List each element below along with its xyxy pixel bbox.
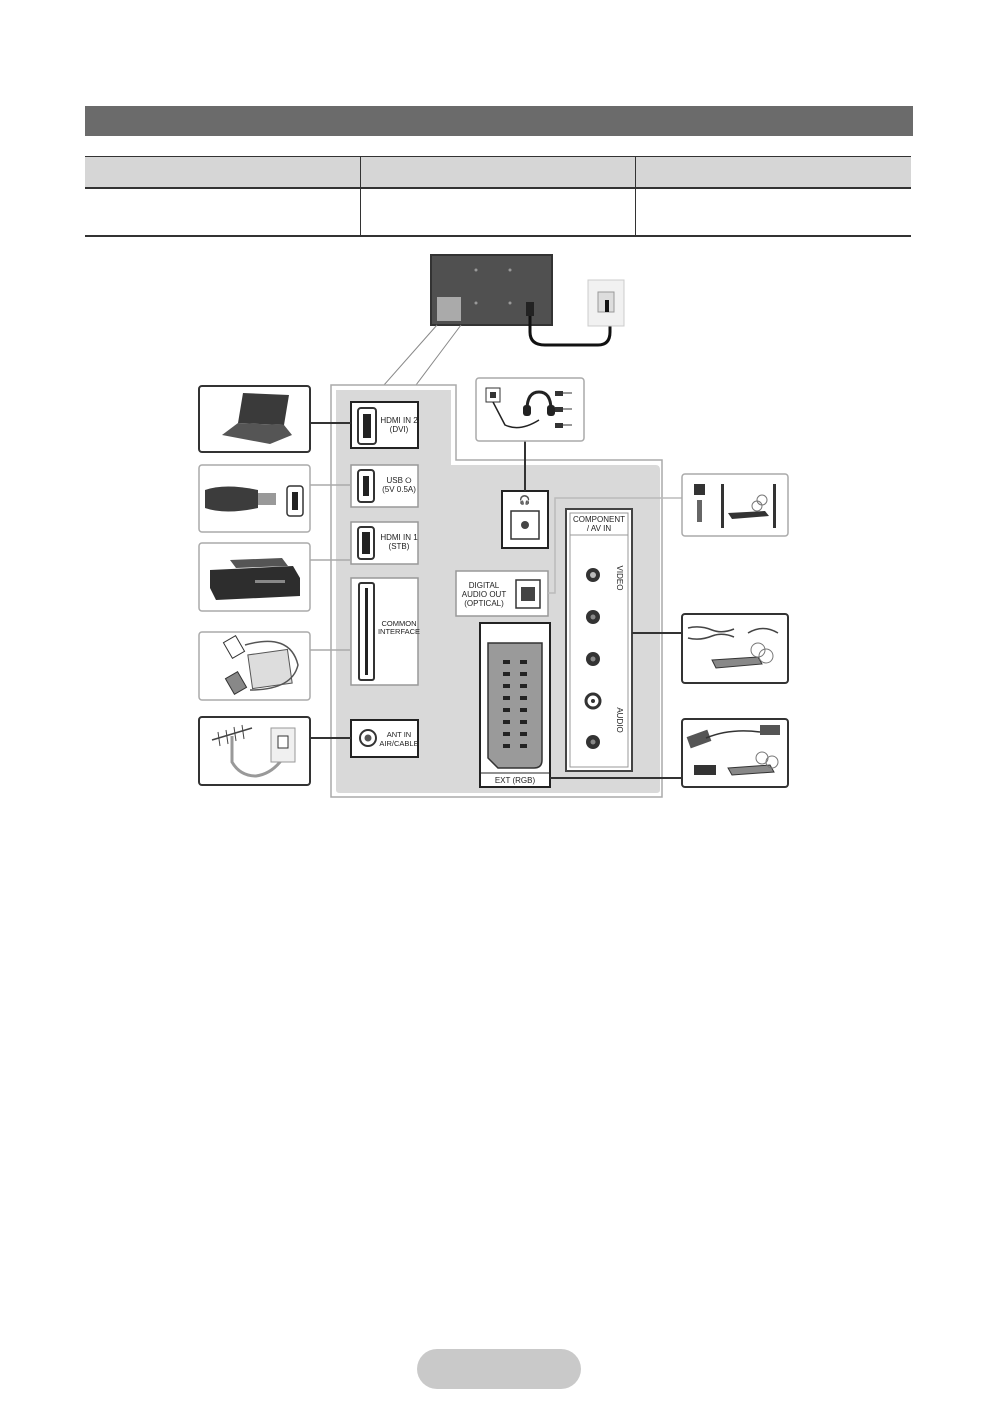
svg-text:(STB): (STB): [389, 542, 410, 551]
dvd-player-icon: [681, 613, 789, 684]
svg-text:DIGITAL: DIGITAL: [469, 581, 500, 590]
svg-text:VIDEO: VIDEO: [615, 566, 624, 591]
ci-card-icon: [198, 631, 311, 701]
headphones-icon: [475, 377, 585, 442]
table-row: [85, 189, 911, 237]
svg-text:AIR/CABLE: AIR/CABLE: [379, 739, 418, 748]
svg-text:EXT (RGB): EXT (RGB): [495, 776, 536, 785]
table-cell: [85, 189, 361, 235]
digital-audio-out-port[interactable]: DIGITAL AUDIO OUT (OPTICAL): [455, 570, 549, 617]
svg-text:USB ⭘: USB ⭘: [386, 476, 412, 485]
svg-text:/ AV IN: / AV IN: [587, 524, 612, 533]
table-cell: [361, 189, 637, 235]
common-interface-slot[interactable]: COMMON INTERFACE: [350, 577, 420, 686]
usb-port[interactable]: USB ⭘ (5V 0.5A): [350, 464, 419, 508]
table-header-cell: [85, 157, 361, 187]
laptop-icon: [198, 385, 311, 453]
svg-text:HDMI IN 1: HDMI IN 1: [380, 533, 418, 542]
hdmi-in-1-port[interactable]: HDMI IN 1 (STB): [350, 521, 419, 565]
svg-text:COMMON: COMMON: [382, 619, 417, 628]
svg-text:(DVI): (DVI): [390, 425, 409, 434]
page-number-pill: [417, 1349, 581, 1389]
antenna-icon: [198, 716, 311, 786]
svg-text:AUDIO: AUDIO: [615, 707, 624, 732]
home-theater-icon: [681, 473, 789, 537]
usb-stick-icon: [198, 464, 311, 533]
tv-rear-icon: [430, 254, 553, 326]
hdmi-in-2-port[interactable]: HDMI IN 2 (DVI): [350, 401, 419, 449]
ext-rgb-scart-port[interactable]: EXT (RGB): [479, 622, 551, 788]
spec-table: [85, 156, 911, 237]
component-av-in-ports[interactable]: COMPONENT / AV IN VIDEO AUDIO: [565, 508, 633, 772]
scart-device-icon: [681, 718, 789, 788]
svg-text:AUDIO OUT: AUDIO OUT: [462, 590, 507, 599]
power-outlet-icon: [587, 279, 625, 327]
svg-text:INTERFACE: INTERFACE: [378, 627, 420, 636]
svg-text:COMPONENT: COMPONENT: [573, 515, 625, 524]
set-top-box-icon: [198, 542, 311, 612]
section-header-bar: [85, 106, 913, 136]
table-header-cell: [361, 157, 637, 187]
table-header-row: [85, 156, 911, 189]
svg-text:ANT IN: ANT IN: [387, 730, 411, 739]
svg-text:HDMI IN 2: HDMI IN 2: [380, 416, 418, 425]
svg-text:(OPTICAL): (OPTICAL): [464, 599, 504, 608]
headphone-jack[interactable]: 🎧: [501, 490, 549, 549]
svg-text:(5V 0.5A): (5V 0.5A): [382, 485, 416, 494]
ant-in-port[interactable]: ANT IN AIR/CABLE: [350, 719, 419, 758]
svg-text:🎧: 🎧: [519, 494, 530, 505]
